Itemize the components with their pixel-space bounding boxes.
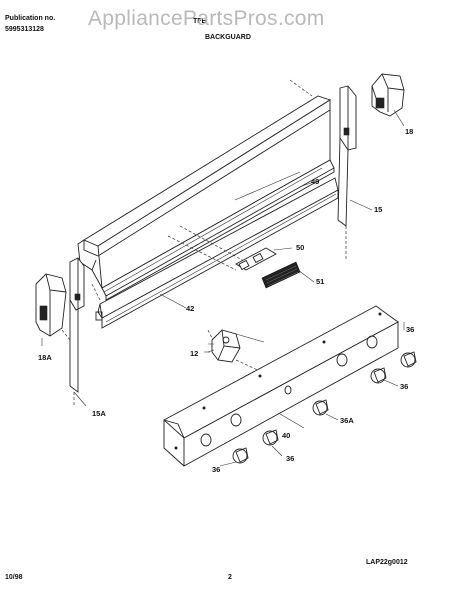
knob-36a: [312, 399, 329, 416]
part-label-18a: 18A: [38, 353, 52, 362]
lower-trim-42: [95, 177, 339, 329]
part-label-15a: 15A: [92, 409, 106, 418]
control-panel-40: [163, 305, 399, 467]
publication-label: Publication no.: [5, 15, 56, 22]
part-label-42: 42: [186, 304, 195, 313]
knob-36-c: [370, 367, 387, 384]
switch-bracket-50: [235, 247, 277, 271]
backguard-panel: [77, 95, 335, 301]
side-bracket-15: [337, 85, 357, 260]
publication-number: 5995313128: [5, 26, 44, 33]
knob-36-b: [262, 429, 279, 446]
knob-36-d: [400, 351, 417, 368]
part-label-36-bottom: 36: [212, 465, 221, 474]
part-label-36-right: 36: [400, 382, 409, 391]
model-number-partial: TFE: [193, 18, 207, 25]
part-label-36a: 36A: [340, 416, 354, 425]
label-leaders: [41, 109, 405, 467]
footer-drawing-code: LAP22g0012: [366, 559, 408, 566]
footer-page-number: 2: [228, 574, 232, 581]
control-switch-12: [207, 329, 265, 363]
part-label-36-mid: 36: [286, 454, 295, 463]
part-label-51: 51: [316, 277, 325, 286]
part-label-50: 50: [296, 243, 305, 252]
side-bracket-15a: [69, 257, 85, 405]
part-label-49: 49: [311, 177, 320, 186]
part-label-40: 40: [282, 431, 291, 440]
end-cap-18: [371, 73, 405, 117]
footer-date: 10/98: [5, 574, 23, 581]
part-label-15: 15: [374, 205, 383, 214]
section-title: BACKGUARD: [205, 34, 251, 41]
part-label-36-top: 36: [406, 325, 415, 334]
watermark: AppliancePartsPros.com: [88, 7, 325, 30]
knob-36-a: [232, 447, 249, 464]
part-label-12: 12: [190, 349, 199, 358]
end-cap-18a: [35, 273, 67, 337]
grille-51: [261, 261, 301, 289]
part-label-18: 18: [405, 127, 414, 136]
